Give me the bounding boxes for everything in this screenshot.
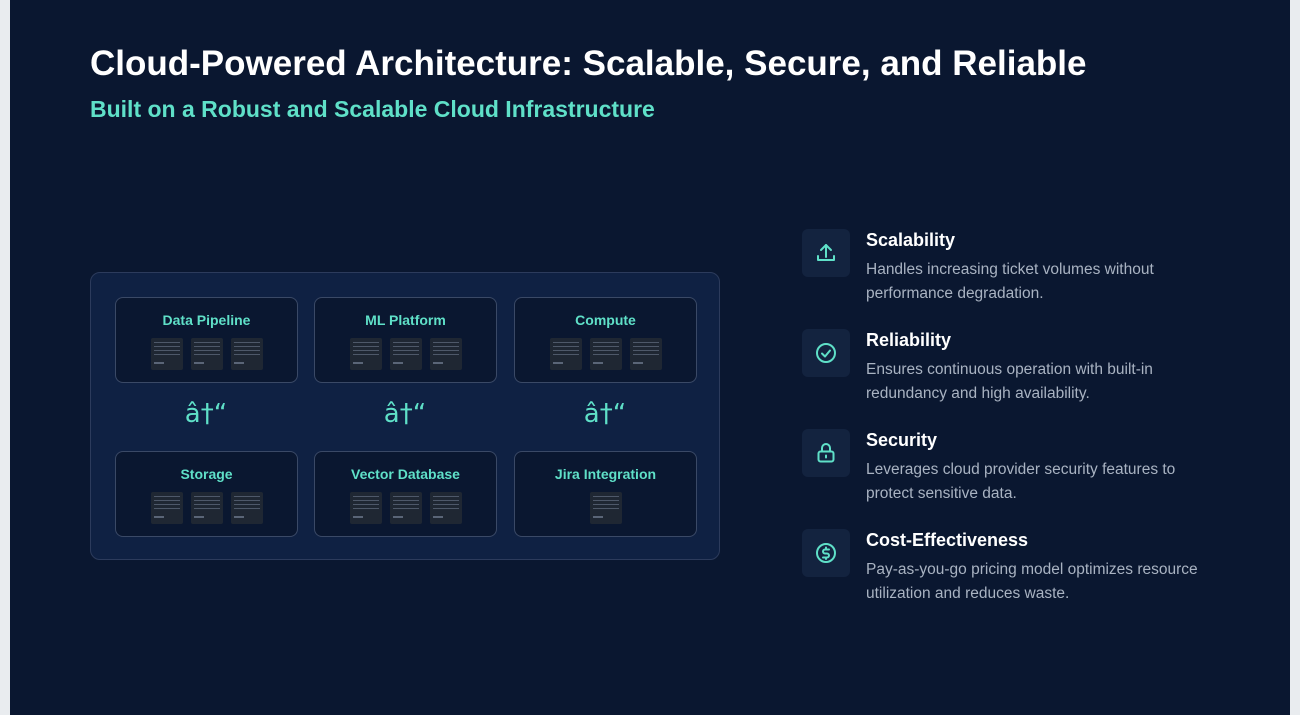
node-jira-integration: Jira Integration <box>514 451 697 537</box>
arrow-down-icon: â†“ <box>583 399 627 429</box>
page-subtitle: Built on a Robust and Scalable Cloud Inf… <box>90 96 655 122</box>
node-compute: Compute <box>514 297 697 383</box>
thumbnail-image <box>389 338 422 370</box>
slide: Cloud-Powered Architecture: Scalable, Se… <box>10 0 1290 715</box>
feature-scalability: Scalability Handles increasing ticket vo… <box>802 229 1242 319</box>
thumbnail-image <box>150 338 183 370</box>
thumbnail-image <box>230 492 263 524</box>
feature-title: Cost-Effectiveness <box>866 530 1029 550</box>
node-label: Jira Integration <box>554 466 657 482</box>
node-data-pipeline: Data Pipeline <box>115 297 298 383</box>
node-label: Compute <box>575 312 636 328</box>
thumbnail-image <box>389 492 422 524</box>
thumbnail-image <box>549 338 582 370</box>
feature-description: Ensures continuous operation with built-… <box>866 361 1153 402</box>
node-thumbnails <box>116 492 297 524</box>
feature-title: Security <box>866 430 938 450</box>
lock-icon <box>802 429 850 477</box>
architecture-diagram: Data Pipeline ML Platform Compute <box>90 272 720 560</box>
node-thumbnails <box>116 338 297 370</box>
node-vector-database: Vector Database <box>314 451 497 537</box>
node-label: Storage <box>180 466 233 482</box>
node-thumbnails <box>515 492 696 524</box>
dollar-circle-icon <box>802 529 850 577</box>
thumbnail-image <box>230 338 263 370</box>
thumbnail-image <box>190 492 223 524</box>
page-title: Cloud-Powered Architecture: Scalable, Se… <box>90 44 1087 83</box>
node-thumbnails <box>315 492 496 524</box>
node-label: Data Pipeline <box>162 312 251 328</box>
feature-title: Scalability <box>866 230 956 250</box>
feature-description: Pay-as-you-go pricing model optimizes re… <box>866 561 1198 602</box>
thumbnail-image <box>629 338 662 370</box>
feature-cost-effectiveness: Cost-Effectiveness Pay-as-you-go pricing… <box>802 529 1242 619</box>
node-thumbnails <box>515 338 696 370</box>
thumbnail-image <box>589 492 622 524</box>
feature-description: Handles increasing ticket volumes withou… <box>866 261 1154 302</box>
thumbnail-image <box>150 492 183 524</box>
thumbnail-image <box>349 492 382 524</box>
arrow-down-icon: â†“ <box>184 399 228 429</box>
node-storage: Storage <box>115 451 298 537</box>
node-thumbnails <box>315 338 496 370</box>
thumbnail-image <box>429 492 462 524</box>
arrow-down-icon: â†“ <box>383 399 427 429</box>
feature-security: Security Leverages cloud provider securi… <box>802 429 1242 519</box>
thumbnail-image <box>589 338 622 370</box>
feature-description: Leverages cloud provider security featur… <box>866 461 1176 502</box>
node-label: Vector Database <box>351 466 460 482</box>
thumbnail-image <box>429 338 462 370</box>
node-label: ML Platform <box>365 312 446 328</box>
feature-reliability: Reliability Ensures continuous operation… <box>802 329 1242 419</box>
feature-title: Reliability <box>866 330 952 350</box>
node-ml-platform: ML Platform <box>314 297 497 383</box>
thumbnail-image <box>349 338 382 370</box>
thumbnail-image <box>190 338 223 370</box>
check-circle-icon <box>802 329 850 377</box>
upload-icon <box>802 229 850 277</box>
